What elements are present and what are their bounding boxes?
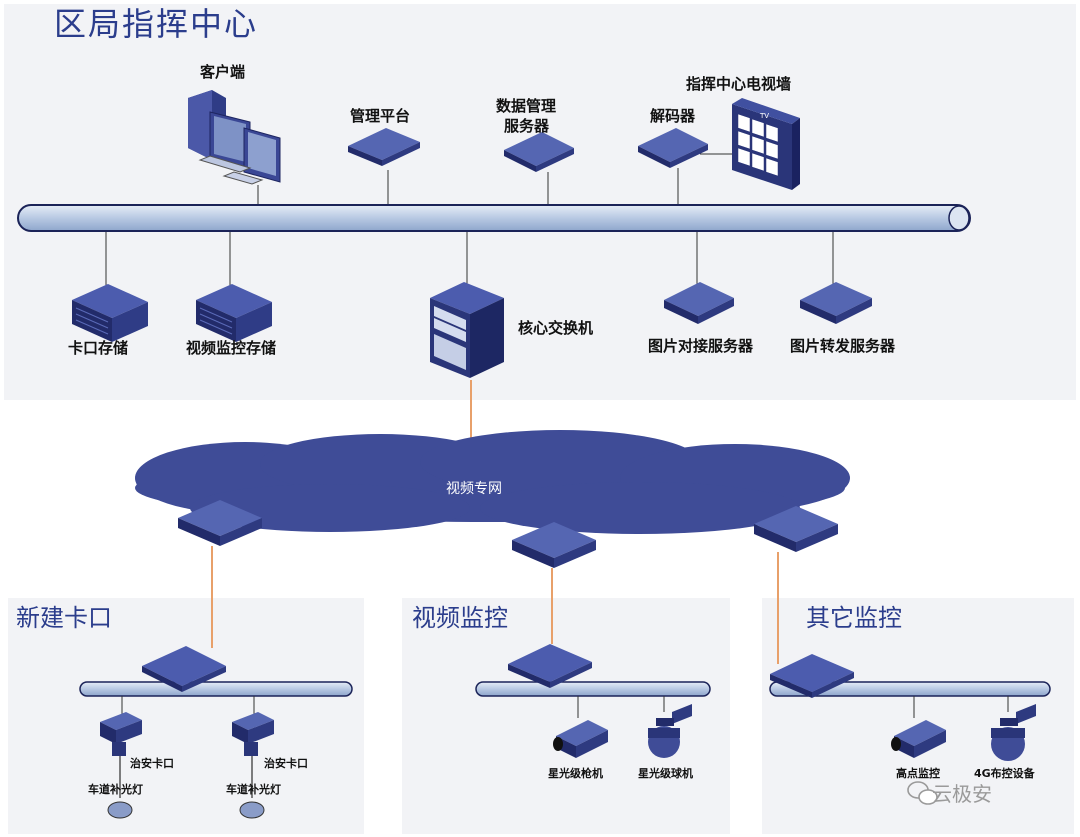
core-switch-icon — [430, 282, 504, 378]
section-title-video: 视频监控 — [412, 604, 508, 632]
dome-camera-label: 星光级球机 — [638, 767, 693, 780]
kakou-bus — [79, 681, 353, 697]
page-title: 区局指挥中心 — [54, 5, 259, 43]
kakou-storage-label: 卡口存储 — [68, 339, 129, 357]
section-links — [211, 546, 779, 664]
access-switch-1-icon — [178, 500, 262, 546]
command-center-connectors — [105, 153, 834, 292]
access-switch-3-icon — [754, 506, 838, 552]
client-workstation-icon — [188, 90, 281, 185]
dome-camera-icon — [648, 704, 692, 758]
g4-device-label: 4G布控设备 — [974, 767, 1035, 780]
network-label: 视频专网 — [446, 481, 502, 497]
kakou-light-1-label: 车道补光灯 — [88, 783, 143, 796]
other-bus — [769, 681, 1051, 697]
high-point-label: 高点监控 — [896, 767, 940, 780]
client-label: 客户端 — [200, 63, 246, 81]
kakou-panel — [8, 598, 364, 834]
decoder-server-icon — [638, 128, 708, 168]
g4-device-icon — [991, 704, 1036, 761]
kakou-switch-icon — [142, 646, 226, 692]
watermark-text: 云极安 — [932, 782, 992, 806]
data-mgmt-server-icon — [504, 132, 574, 172]
pic-forward-server-label: 图片转发服务器 — [790, 337, 896, 355]
pic-dock-server-icon — [664, 282, 734, 324]
tv-wall-icon — [732, 98, 800, 190]
access-switch-2-icon — [512, 522, 596, 568]
section-title-other: 其它监控 — [806, 604, 902, 632]
kakou-camera-1-label: 治安卡口 — [130, 757, 174, 770]
decoder-label: 解码器 — [650, 107, 696, 125]
mgmt-platform-label: 管理平台 — [350, 107, 411, 125]
wechat-logo-icon — [907, 781, 938, 805]
pic-dock-server-label: 图片对接服务器 — [648, 337, 754, 355]
data-server-label-line1: 数据管理 — [496, 97, 557, 115]
high-point-camera-icon — [891, 720, 946, 758]
command-center-panel — [4, 4, 1076, 400]
video-storage-label: 视频监控存储 — [186, 339, 277, 357]
video-storage-icon — [196, 284, 272, 342]
core-switch-label: 核心交换机 — [518, 319, 594, 337]
kakou-camera-2-icon — [232, 712, 274, 819]
video-bus — [475, 681, 711, 697]
video-switch-icon — [508, 644, 592, 688]
mgmt-platform-server-icon — [348, 128, 420, 166]
section-title-kakou: 新建卡口 — [16, 604, 112, 632]
other-switch-icon — [770, 654, 854, 698]
main-bus — [17, 204, 971, 232]
section-droppers — [121, 696, 1009, 718]
tv-wall-label: 指挥中心电视墙 — [686, 75, 792, 93]
pic-forward-server-icon — [800, 282, 872, 324]
tv-wall-tv-text: TV — [759, 112, 769, 120]
kakou-camera-1-icon — [100, 712, 142, 819]
kakou-camera-2-label: 治安卡口 — [264, 757, 308, 770]
kakou-light-2-label: 车道补光灯 — [226, 783, 281, 796]
data-server-label-line2: 服务器 — [504, 117, 550, 135]
kakou-storage-icon — [72, 284, 148, 342]
gun-camera-label: 星光级枪机 — [548, 767, 603, 780]
video-network-cloud — [135, 430, 850, 534]
gun-camera-icon — [553, 720, 608, 758]
